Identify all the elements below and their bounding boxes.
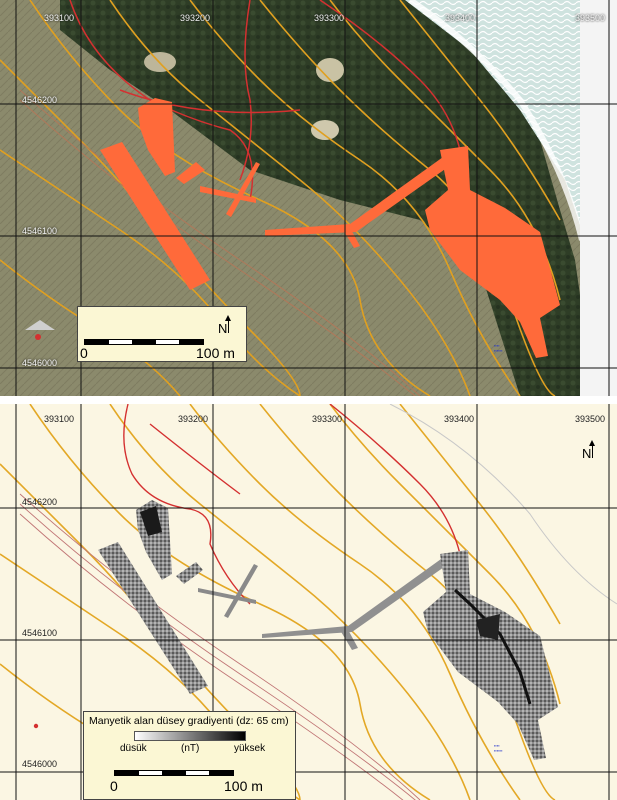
legend-low-label: düsük [120, 743, 147, 754]
legend-unit-label: (nT) [181, 743, 200, 754]
scale-start-label: 0 [80, 345, 88, 361]
grid-label-y: 4546200 [22, 95, 58, 105]
path-lines [123, 404, 461, 605]
north-label: N [582, 446, 592, 461]
aerial-map-panel[interactable]: 393100 393200 393300 393400 393500 45462… [0, 0, 617, 396]
survey-area-north-tail [176, 562, 203, 584]
survey-area-east [423, 550, 558, 760]
north-arrow-icon [589, 440, 595, 458]
legend-high-label: yüksek [234, 743, 266, 754]
survey-area-east [425, 146, 560, 358]
grid-label-x: 393400 [445, 13, 476, 23]
survey-line-long [262, 554, 454, 638]
grid-label-x: 393300 [314, 13, 345, 23]
survey-area-north [138, 98, 175, 176]
north-arrow-icon [225, 315, 231, 333]
blue-annotation-icon: ▪▪▪▪▪▪▪▪▪▪ [494, 343, 503, 353]
scale-end-label: 100 m [196, 345, 235, 361]
survey-line-diagonal [200, 186, 256, 203]
scale-legend-box: N 0 100 m [77, 306, 247, 362]
magnetic-legend-box: Manyetik alan düsey gradiyenti (dz: 65 c… [83, 711, 296, 800]
scale-end-label: 100 m [224, 778, 263, 794]
forest-area [60, 0, 590, 396]
grid-label-x: 393100 [44, 414, 75, 424]
blue-annotation-icon: ▪▪▪▪▪▪▪▪▪▪ [494, 743, 503, 753]
grid-label-x: 393500 [575, 13, 606, 23]
legend-color-ramp [134, 731, 246, 741]
grid-label-y: 4546100 [22, 226, 58, 236]
scale-bar [114, 770, 234, 776]
map-grid [0, 404, 617, 800]
legend-title: Manyetik alan düsey gradiyenti (dz: 65 c… [89, 715, 289, 727]
grid-label-y: 4546100 [22, 628, 58, 638]
grid-label-x: 393200 [180, 13, 211, 23]
survey-areas [100, 98, 560, 358]
grid-label-x: 393400 [444, 414, 475, 424]
grid-label-x: 393300 [312, 414, 343, 424]
scale-start-label: 0 [110, 778, 118, 794]
survey-area-west-strip [98, 542, 208, 694]
survey-line-short [226, 162, 260, 217]
grid-label-x: 393200 [178, 414, 209, 424]
path-lines [69, 0, 461, 201]
grid-label-x: 393100 [44, 13, 75, 23]
survey-area-west-strip [100, 142, 210, 290]
north-arrow: N [582, 440, 595, 461]
survey-line-short [224, 564, 258, 618]
scale-bar [84, 339, 204, 345]
survey-area-north-tail [176, 162, 205, 184]
grid-label-x: 393500 [575, 414, 606, 424]
sea-area [405, 0, 617, 250]
north-arrow: N [218, 315, 231, 336]
survey-line-long [265, 152, 458, 236]
north-label: N [218, 321, 228, 336]
grid-label-y: 4546000 [22, 358, 58, 368]
grid-label-y: 4546200 [22, 497, 58, 507]
grid-label-y: 4546000 [22, 759, 58, 769]
